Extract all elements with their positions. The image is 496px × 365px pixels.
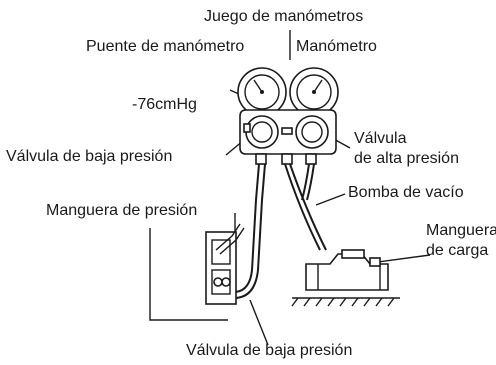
manifold-body	[239, 109, 337, 165]
label-charge-hose-2: de carga	[426, 242, 489, 259]
label-charge-hose-1: Manguera	[426, 222, 496, 239]
high-pressure-gauge	[289, 67, 339, 117]
vacuum-pump-leader	[315, 193, 346, 206]
outdoor-unit-service-port	[149, 223, 245, 321]
label-vacuum-reading: -76cmHg	[132, 96, 197, 113]
ground-hatching	[291, 297, 400, 307]
vacuum-pump-body	[305, 249, 389, 291]
label-pressure-hose: Manguera de presión	[46, 202, 198, 219]
label-high-valve-2: de alta presión	[354, 150, 459, 167]
label-low-valve-bottom: Válvula de baja presión	[186, 342, 353, 359]
label-gauge-set: Juego de manómetros	[204, 8, 364, 25]
low-pressure-gauge	[237, 67, 287, 117]
label-vacuum-pump: Bomba de vacío	[348, 184, 464, 201]
charge-hose-leader	[377, 254, 431, 263]
label-gauge-bridge: Puente de manómetro	[86, 38, 245, 55]
label-low-valve-top: Válvula de baja presión	[6, 148, 173, 165]
label-high-valve-1: Válvula	[354, 130, 407, 147]
low-valve-bottom-leader	[249, 299, 269, 346]
label-gauge: Manómetro	[296, 38, 377, 55]
